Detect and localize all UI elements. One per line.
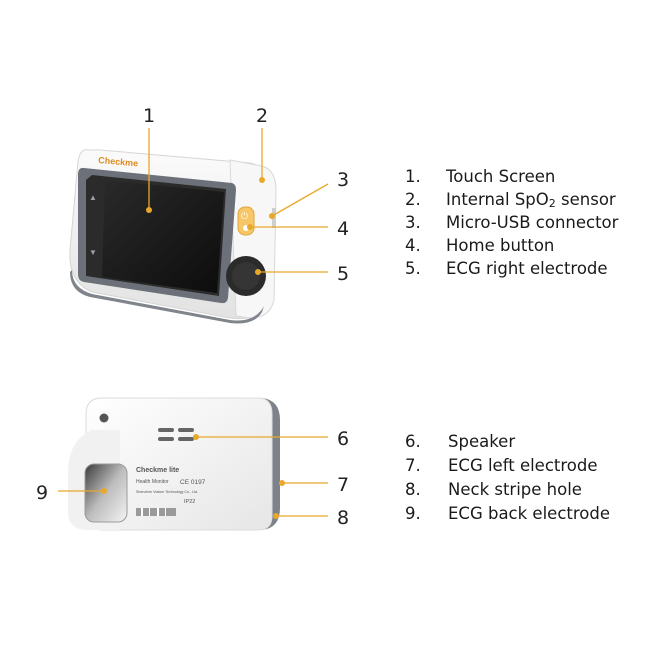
leader-dot-2	[259, 177, 265, 183]
legend-label-part: sensor	[555, 190, 616, 209]
leader-dots	[101, 177, 285, 519]
callout-3: 3	[337, 169, 349, 191]
power-icon: ⏻	[241, 211, 248, 221]
speaker-slot	[158, 428, 174, 432]
legend-number: 9.	[405, 504, 421, 523]
legend-number: 1.	[405, 167, 421, 186]
callout-2: 2	[256, 105, 268, 127]
legend-number: 5.	[405, 259, 421, 278]
back-model: Health Monitor	[136, 479, 169, 485]
legend-item: 4. Home button	[405, 234, 618, 257]
barcode-stripe	[157, 508, 159, 516]
up-arrow-icon: ▲	[89, 193, 97, 202]
legend-item: 9. ECG back electrode	[405, 502, 610, 526]
barcode-stripe	[165, 508, 166, 516]
leader-dot-4	[247, 224, 253, 230]
callout-6: 6	[337, 428, 349, 450]
legend-number: 6.	[405, 432, 421, 451]
legend-number: 8.	[405, 480, 421, 499]
legend-item: 7. ECG left electrode	[405, 454, 610, 478]
legend-label: Home button	[446, 236, 555, 255]
legend-item: 6. Speaker	[405, 430, 610, 454]
legend-number: 2.	[405, 190, 421, 209]
legend-label: Micro-USB connector	[446, 213, 619, 232]
ip-rating: IP22	[184, 499, 195, 505]
legend-label: Touch Screen	[446, 167, 556, 186]
callout-5: 5	[337, 263, 349, 285]
legend-back: 6. Speaker 7. ECG left electrode 8. Neck…	[405, 430, 610, 526]
legend-number: 7.	[405, 456, 421, 475]
speaker-slot	[178, 437, 194, 441]
neck-stripe-hole	[99, 413, 109, 423]
leader-dot-5	[255, 269, 261, 275]
leader-dot-9	[101, 488, 107, 494]
barcode-stripe	[141, 508, 143, 516]
leader-dot-1	[146, 207, 152, 213]
legend-label: ECG left electrode	[448, 456, 598, 475]
leader-dot-3	[269, 213, 275, 219]
legend-label: Speaker	[448, 432, 516, 451]
legend-label: ECG right electrode	[446, 259, 608, 278]
back-brand: Checkme lite	[136, 467, 179, 474]
device-back: Checkme lite Health Monitor CE 0197 Shen…	[68, 397, 280, 531]
device-front: ▲ ▼ Checkme ⏻	[69, 149, 277, 324]
ce-mark: CE 0197	[180, 479, 206, 486]
callout-7: 7	[337, 474, 349, 496]
legend-label-subscript: 2	[548, 197, 556, 210]
legend-item: 2. Internal SpO2 sensor	[405, 188, 618, 211]
legend-label-part: Internal SpO	[446, 190, 549, 209]
legend-number: 4.	[405, 236, 421, 255]
back-body	[85, 397, 273, 531]
legend-front: 1. Touch Screen 2. Internal SpO2 sensor …	[405, 165, 618, 280]
leader-line-3	[271, 183, 329, 217]
barcode	[136, 508, 176, 516]
speaker-slot	[158, 437, 174, 441]
legend-item: 5. ECG right electrode	[405, 257, 618, 280]
leader-dot-7	[279, 480, 285, 486]
callout-9: 9	[36, 482, 48, 504]
callout-8: 8	[337, 507, 349, 529]
touch-screen	[102, 180, 224, 293]
leader-lines	[58, 128, 329, 517]
leader-dot-6	[193, 434, 199, 440]
callout-1: 1	[143, 105, 155, 127]
legend-item: 1. Touch Screen	[405, 165, 618, 188]
legend-number: 3.	[405, 213, 421, 232]
front-brand: Checkme	[98, 155, 139, 168]
leader-dot-8	[273, 513, 279, 519]
speaker-slot	[178, 428, 194, 432]
legend-label: ECG back electrode	[448, 504, 611, 523]
legend-item: 3. Micro-USB connector	[405, 211, 618, 234]
down-arrow-icon: ▼	[89, 248, 97, 257]
ecg-right-electrode-inner	[232, 262, 260, 290]
legend-label: Internal SpO2 sensor	[446, 188, 616, 211]
barcode-stripe	[149, 508, 150, 516]
callout-4: 4	[337, 218, 349, 240]
back-maker: Shenzhen Viatom Technology Co., Ltd.	[136, 490, 198, 494]
legend-label: Neck stripe hole	[448, 480, 582, 499]
legend-item: 8. Neck stripe hole	[405, 478, 610, 502]
